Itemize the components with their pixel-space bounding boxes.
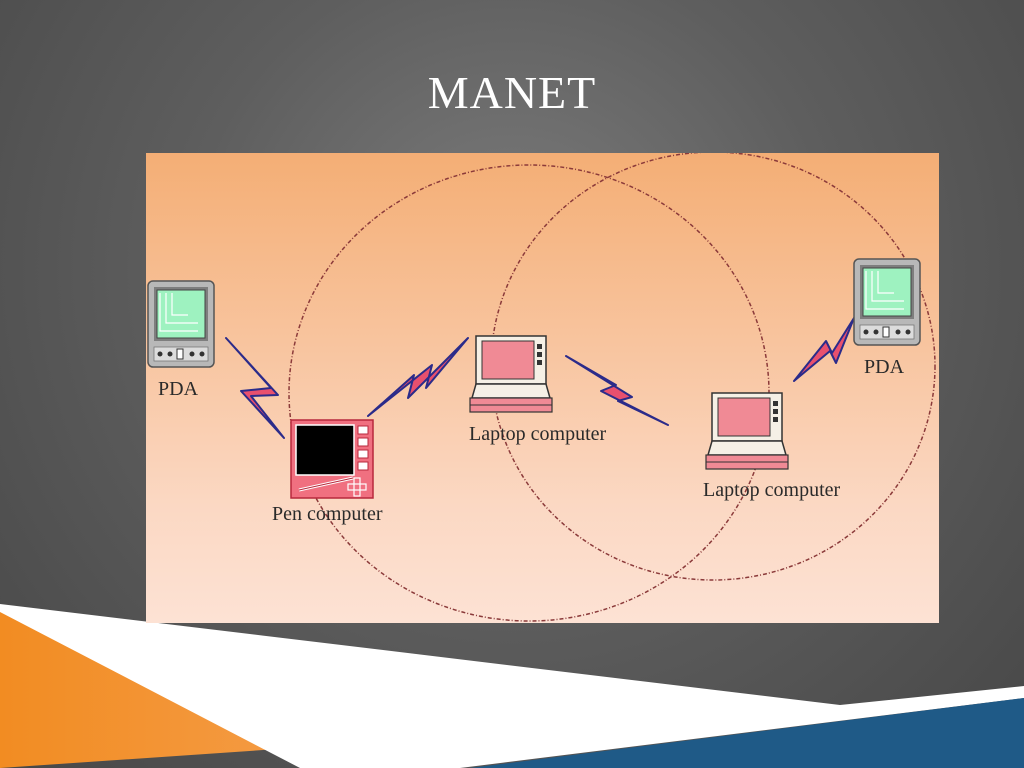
network-diagram bbox=[147, 153, 936, 622]
pda-right-icon bbox=[853, 258, 921, 346]
wireless-link-1 bbox=[225, 337, 285, 439]
wireless-link-4 bbox=[793, 317, 855, 382]
slide-title: MANET bbox=[427, 67, 597, 118]
pen-computer-label: Pen computer bbox=[272, 503, 383, 525]
laptop-right-label: Laptop computer bbox=[703, 479, 841, 501]
laptop-center-icon bbox=[469, 335, 553, 413]
pen-computer-icon bbox=[290, 419, 374, 499]
white-band bbox=[0, 604, 1024, 768]
blue-band bbox=[470, 698, 1024, 768]
pda-left-icon bbox=[147, 280, 215, 368]
wireless-link-3 bbox=[565, 355, 669, 426]
diagram-panel: PDA Pen computer Laptop computer Laptop … bbox=[146, 153, 939, 623]
laptop-center-label: Laptop computer bbox=[469, 423, 607, 445]
pda-left-label: PDA bbox=[158, 378, 199, 400]
pda-right-label: PDA bbox=[864, 356, 905, 378]
laptop-right-icon bbox=[705, 392, 789, 470]
wireless-link-2 bbox=[367, 337, 469, 417]
